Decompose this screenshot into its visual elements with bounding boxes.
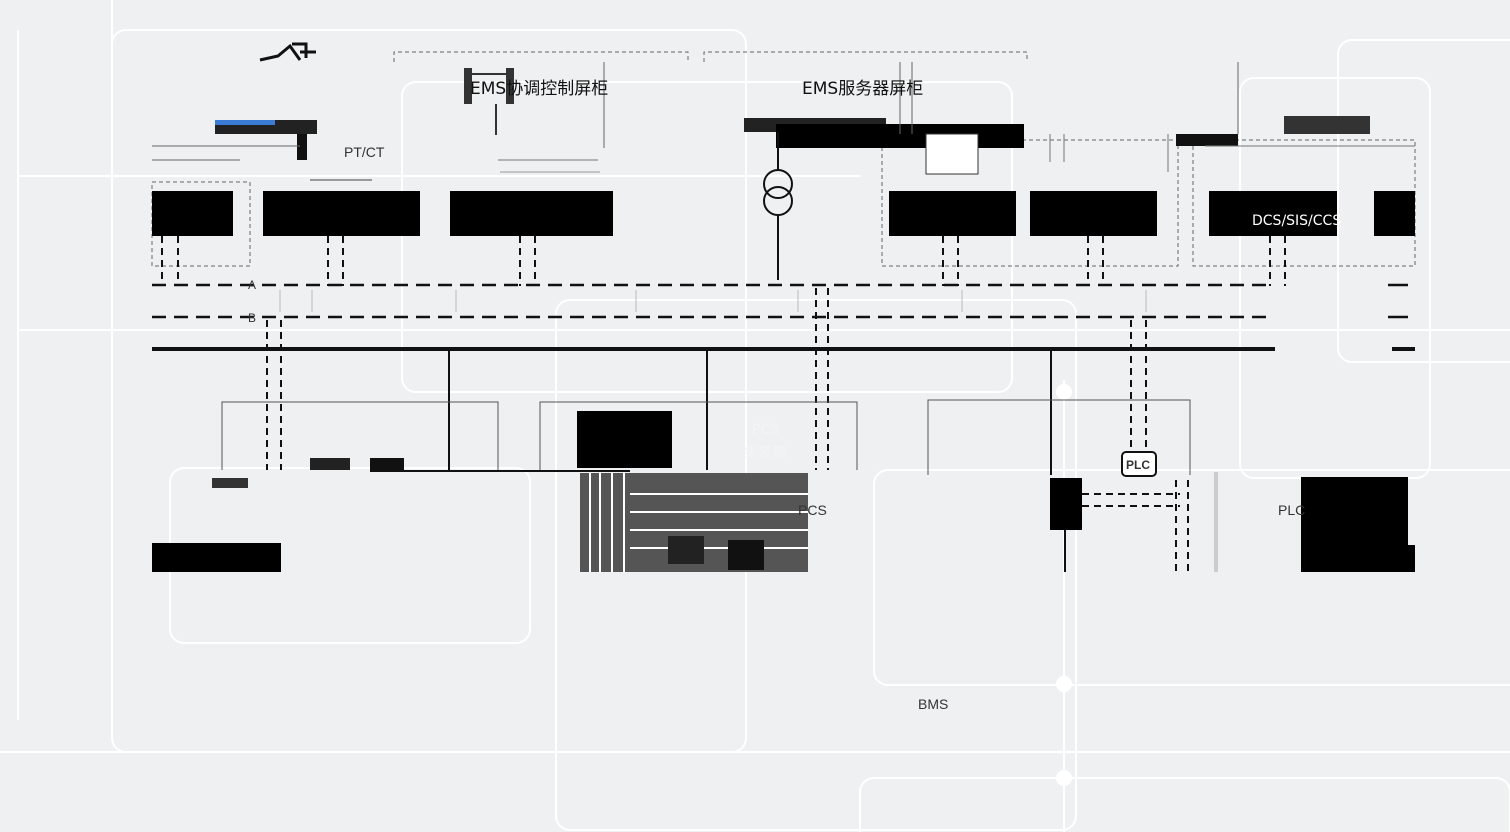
bms-label: BMS bbox=[918, 696, 949, 712]
device-box bbox=[1030, 191, 1157, 236]
ems-server-cabinet-label: EMS服务器屏柜 bbox=[802, 79, 924, 99]
plc-label: PLC bbox=[1278, 502, 1306, 518]
container-outlines bbox=[221, 399, 1191, 475]
tower-icon bbox=[259, 42, 316, 62]
top-icons bbox=[152, 42, 1415, 181]
ems-coord-cabinet-label: EMS协调控制屏柜 bbox=[470, 79, 609, 99]
bus-b-label: B bbox=[248, 311, 257, 325]
plc-icon bbox=[1121, 451, 1157, 477]
pcs-container-label-line1: PCS bbox=[752, 422, 780, 438]
bus-lines bbox=[152, 283, 1415, 351]
lower-drops bbox=[266, 288, 1147, 475]
device-box bbox=[152, 191, 233, 236]
solar-panel-icon bbox=[310, 458, 350, 470]
pt-ct-label: PT/CT bbox=[344, 144, 385, 160]
ship-icon bbox=[212, 478, 248, 488]
device-box bbox=[1374, 191, 1415, 236]
device-drops bbox=[161, 236, 1286, 286]
dcs-sis-label: DCS/SIS/CCS bbox=[1252, 213, 1342, 229]
solar-panel-icon bbox=[668, 536, 704, 564]
battery-icon bbox=[728, 540, 764, 570]
pcs-container-label-line2: 集装箱 bbox=[744, 445, 786, 461]
bus-a-label: A bbox=[248, 278, 257, 292]
device-box bbox=[450, 191, 613, 236]
top-device-row bbox=[152, 191, 1415, 236]
device-box bbox=[263, 191, 420, 236]
meter-box bbox=[1050, 478, 1082, 530]
transformer-icon bbox=[763, 132, 793, 280]
dcs-device-box bbox=[1209, 191, 1337, 236]
right-lower-devices bbox=[1050, 451, 1415, 572]
device-box bbox=[889, 191, 1016, 236]
left-lower-devices bbox=[152, 458, 630, 572]
pcs-box bbox=[577, 411, 672, 468]
device-box bbox=[152, 543, 281, 572]
battery-icon bbox=[370, 458, 404, 472]
pcs-area bbox=[577, 411, 808, 572]
plc-icon-label: PLC bbox=[1126, 458, 1150, 472]
pcs-label: PCS bbox=[798, 502, 827, 518]
workstation-icon bbox=[1284, 116, 1370, 134]
bus-ticks bbox=[279, 290, 1147, 312]
